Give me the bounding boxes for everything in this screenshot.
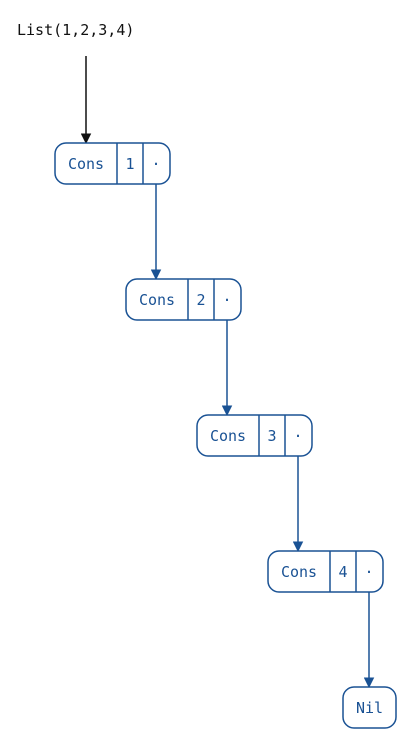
head-value: 4 bbox=[338, 563, 347, 581]
cons-label: Cons bbox=[68, 155, 104, 173]
cons-cell-4: Cons 4 · bbox=[267, 550, 384, 593]
cons-cell-3: Cons 3 · bbox=[196, 414, 313, 457]
cons-cell-1: Cons 1 · bbox=[54, 142, 171, 185]
tail-pointer: · bbox=[151, 155, 160, 173]
head-value: 3 bbox=[267, 427, 276, 445]
nil-node: Nil bbox=[342, 686, 397, 729]
expression-label: List(1,2,3,4) bbox=[17, 21, 134, 39]
cons-label: Cons bbox=[281, 563, 317, 581]
nil-label: Nil bbox=[356, 699, 383, 717]
tail-pointer: · bbox=[293, 427, 302, 445]
cons-cell-2: Cons 2 · bbox=[125, 278, 242, 321]
head-value: 1 bbox=[125, 155, 134, 173]
tail-pointer: · bbox=[364, 563, 373, 581]
tail-pointer: · bbox=[222, 291, 231, 309]
head-value: 2 bbox=[196, 291, 205, 309]
cons-label: Cons bbox=[139, 291, 175, 309]
cons-label: Cons bbox=[210, 427, 246, 445]
